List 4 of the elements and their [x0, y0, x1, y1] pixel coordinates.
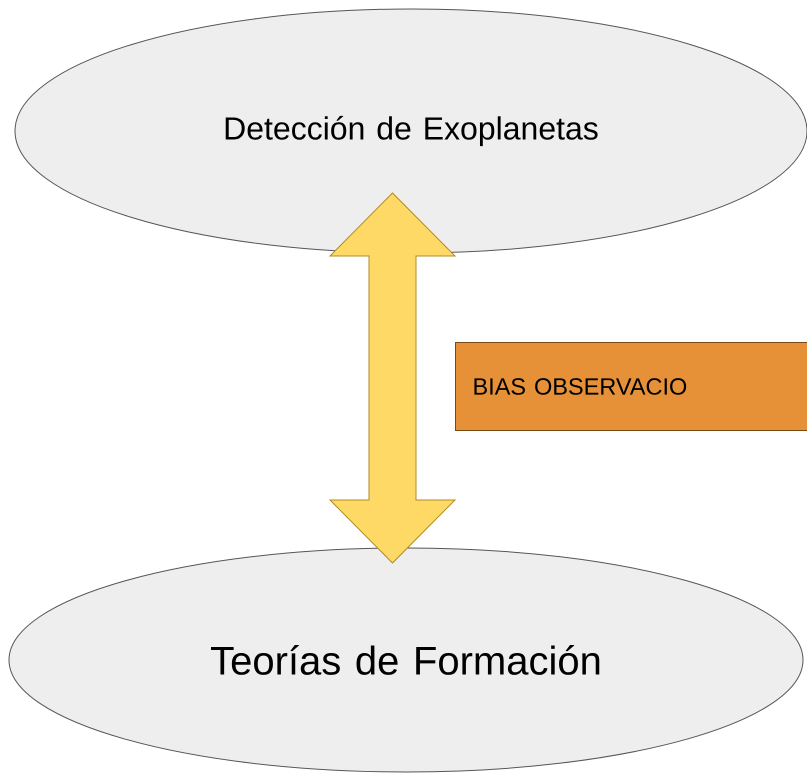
double-arrow: [328, 192, 456, 564]
ellipse-node: Teorías de Formación: [8, 547, 804, 772]
label-box: BIAS OBSERVACIO: [455, 342, 807, 431]
ellipse-node: Detección de Exoplanetas: [14, 8, 807, 254]
